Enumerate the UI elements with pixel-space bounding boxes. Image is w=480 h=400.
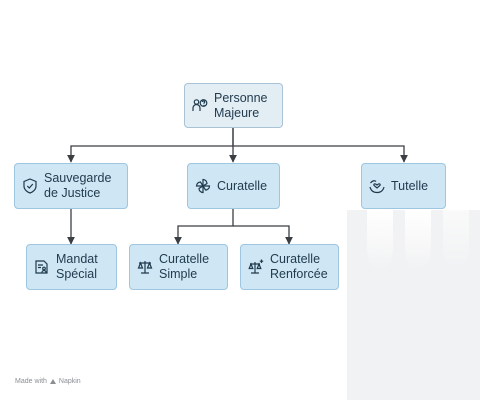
- hands-heart-icon: [368, 177, 386, 195]
- node-label: Personne Majeure: [214, 90, 268, 120]
- watermark-brand: Napkin: [58, 378, 81, 385]
- node-personne-majeure[interactable]: Personne Majeure: [184, 83, 283, 128]
- edge-curatelle-simple: [174, 209, 234, 245]
- pinwheel-icon: [194, 177, 212, 195]
- node-label: Curatelle Renforcée: [270, 252, 328, 281]
- node-label: Curatelle Simple: [159, 252, 210, 281]
- scales-plus-icon: [247, 258, 265, 276]
- watermark-text: Made with: [15, 378, 47, 385]
- node-label: Mandat Spécial: [56, 252, 98, 281]
- placeholder-panel: [347, 210, 480, 400]
- node-sauvegarde-de-justice[interactable]: Sauvegarde de Justice: [14, 163, 128, 209]
- node-curatelle-renforcee[interactable]: Curatelle Renforcée: [240, 244, 339, 290]
- node-curatelle[interactable]: Curatelle: [187, 163, 280, 209]
- person-question-icon: [191, 97, 209, 115]
- node-mandat-special[interactable]: Mandat Spécial: [26, 244, 117, 290]
- shield-check-icon: [21, 177, 39, 195]
- scales-icon: [136, 258, 154, 276]
- document-user-icon: [33, 258, 51, 276]
- edge-curatelle-renforcee: [233, 225, 293, 245]
- node-label: Sauvegarde de Justice: [44, 171, 112, 200]
- node-label: Curatelle: [217, 178, 268, 193]
- napkin-logo-icon: [49, 378, 57, 385]
- edge-root-sauvegarde: [67, 128, 234, 163]
- node-tutelle[interactable]: Tutelle: [361, 163, 446, 209]
- node-label: Tutelle: [391, 178, 429, 193]
- node-curatelle-simple[interactable]: Curatelle Simple: [129, 244, 228, 290]
- edge-root-tutelle: [233, 145, 408, 163]
- napkin-watermark: Made with Napkin: [15, 378, 81, 385]
